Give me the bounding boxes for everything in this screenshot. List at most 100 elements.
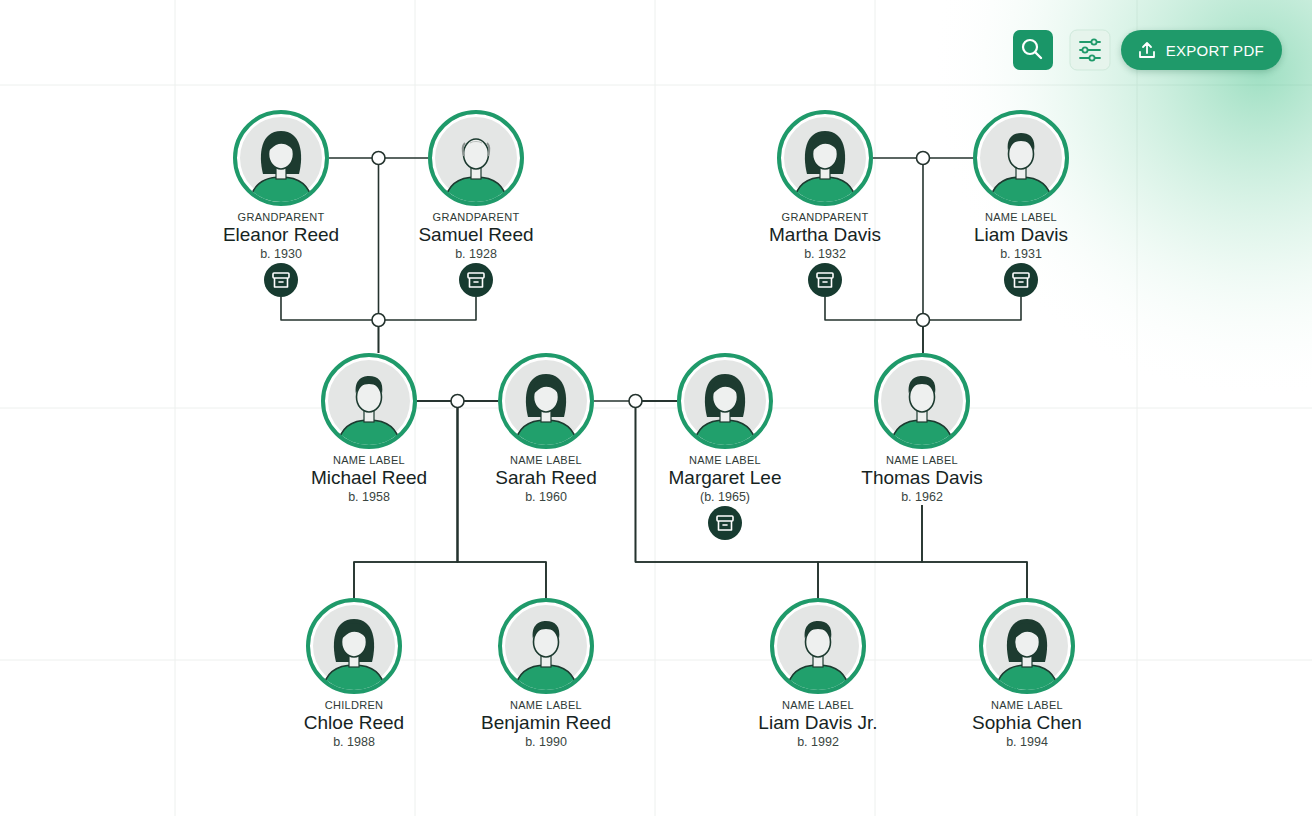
person-card: NAME LABELLiam Davis Jr.b. 1992 — [758, 598, 877, 750]
junction-dot — [916, 152, 929, 165]
birth-year: b. 1992 — [758, 734, 877, 750]
person-name: Sarah Reed — [495, 467, 596, 489]
corner-glow — [880, 0, 1312, 420]
avatar-circle — [979, 598, 1075, 694]
role-label: NAME LABEL — [311, 453, 427, 467]
descent-line — [922, 158, 924, 320]
person-card: NAME LABELMargaret Lee(b. 1965) — [668, 353, 781, 540]
person-card: NAME LABELThomas Davisb. 1962 — [861, 353, 982, 505]
person-silhouette — [774, 602, 862, 690]
avatar-circle — [233, 110, 329, 206]
person-card: GRANDPARENTMartha Davisb. 1932 — [769, 110, 881, 297]
avatar-circle — [777, 110, 873, 206]
avatar-circle — [874, 353, 970, 449]
person-silhouette — [878, 357, 966, 445]
role-label: NAME LABEL — [973, 210, 1069, 224]
descent-line — [281, 297, 379, 353]
avatar-circle — [770, 598, 866, 694]
person-card: GRANDPARENTSamuel Reedb. 1928 — [418, 110, 533, 297]
avatar-circle — [306, 598, 402, 694]
person-silhouette — [502, 357, 590, 445]
junction-dot — [451, 395, 464, 408]
descent-line — [378, 297, 476, 353]
role-label: NAME LABEL — [758, 698, 877, 712]
person-name: Margaret Lee — [668, 467, 781, 489]
person-name: Martha Davis — [769, 224, 881, 246]
person-silhouette — [237, 114, 325, 202]
birth-year: b. 1931 — [973, 246, 1069, 262]
person-name: Thomas Davis — [861, 467, 982, 489]
birth-year: b. 1958 — [311, 489, 427, 505]
role-label: NAME LABEL — [861, 453, 982, 467]
person-name: Benjamin Reed — [481, 712, 611, 734]
upload-icon — [1137, 40, 1157, 60]
avatar-circle — [498, 598, 594, 694]
birth-year: b. 1928 — [418, 246, 533, 262]
person-silhouette — [310, 602, 398, 690]
person-card: NAME LABELSarah Reedb. 1960 — [495, 353, 596, 505]
role-label: GRANDPARENT — [223, 210, 339, 224]
birth-year: b. 1990 — [481, 734, 611, 750]
role-label: CHILDREN — [304, 698, 404, 712]
person-silhouette — [781, 114, 869, 202]
junction-dot — [372, 314, 385, 327]
person-silhouette — [325, 357, 413, 445]
birth-year: (b. 1965) — [668, 489, 781, 505]
birth-year: b. 1988 — [304, 734, 404, 750]
junction-dot — [629, 395, 642, 408]
junction-dot — [372, 152, 385, 165]
archive-icon — [459, 263, 493, 297]
archive-icon — [264, 263, 298, 297]
person-silhouette — [983, 602, 1071, 690]
person-name: Eleanor Reed — [223, 224, 339, 246]
descent-line — [922, 505, 1027, 598]
person-silhouette — [977, 114, 1065, 202]
export-button: EXPORT PDF — [1121, 30, 1282, 70]
archive-icon — [1004, 263, 1038, 297]
birth-year: b. 1932 — [769, 246, 881, 262]
avatar-circle — [973, 110, 1069, 206]
descent-line — [378, 158, 380, 320]
birth-year: b. 1962 — [861, 489, 982, 505]
role-label: NAME LABEL — [668, 453, 781, 467]
role-label: NAME LABEL — [481, 698, 611, 712]
search-button — [1013, 30, 1053, 70]
avatar-circle — [498, 353, 594, 449]
person-card: GRANDPARENTEleanor Reedb. 1930 — [223, 110, 339, 297]
person-name: Liam Davis — [973, 224, 1069, 246]
person-card: NAME LABELBenjamin Reedb. 1990 — [481, 598, 611, 750]
avatar-circle — [428, 110, 524, 206]
person-card: NAME LABELSophia Chenb. 1994 — [972, 598, 1082, 750]
descent-line — [923, 297, 1021, 353]
person-card: NAME LABELLiam Davisb. 1931 — [973, 110, 1069, 297]
person-name: Liam Davis Jr. — [758, 712, 877, 734]
descent-line — [818, 505, 922, 598]
person-name: Sophia Chen — [972, 712, 1082, 734]
person-silhouette — [432, 114, 520, 202]
birth-year: b. 1960 — [495, 489, 596, 505]
archive-icon — [808, 263, 842, 297]
person-silhouette — [681, 357, 769, 445]
avatar-circle — [321, 353, 417, 449]
role-label: GRANDPARENT — [769, 210, 881, 224]
avatar-circle — [677, 353, 773, 449]
filter-button — [1070, 30, 1110, 70]
descent-line — [635, 401, 818, 598]
junction-dot — [916, 314, 929, 327]
birth-year: b. 1930 — [223, 246, 339, 262]
person-silhouette — [502, 602, 590, 690]
birth-year: b. 1994 — [972, 734, 1082, 750]
person-name: Chloe Reed — [304, 712, 404, 734]
archive-icon — [708, 506, 742, 540]
person-card: NAME LABELMichael Reedb. 1958 — [311, 353, 427, 505]
person-card: CHILDRENChloe Reedb. 1988 — [304, 598, 404, 750]
person-name: Samuel Reed — [418, 224, 533, 246]
button-label: EXPORT PDF — [1166, 42, 1264, 59]
role-label: GRANDPARENT — [418, 210, 533, 224]
descent-line — [825, 297, 923, 353]
role-label: NAME LABEL — [972, 698, 1082, 712]
